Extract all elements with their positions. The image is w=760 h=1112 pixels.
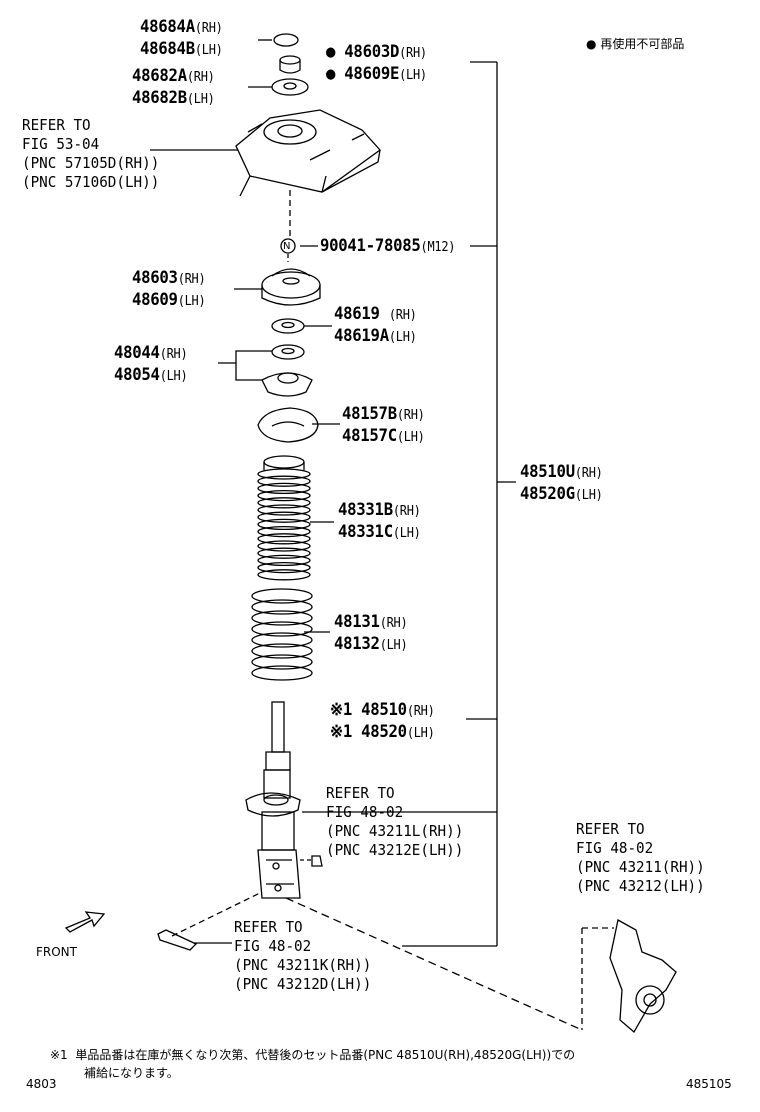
part-48603d[interactable]: ● 48603D(RH) ● 48609E(LH) [326, 42, 427, 84]
bellows-rib [257, 504, 311, 516]
bellows-rib [257, 497, 311, 509]
bellows-rib [257, 489, 311, 502]
nut-symbol: N [283, 241, 291, 252]
bellows-rib [257, 554, 311, 567]
part-number-rh: 48603D [344, 42, 400, 62]
part-48044[interactable]: 48044(RH) 48054(LH) [114, 343, 188, 385]
spring-coil [251, 621, 313, 637]
spring-coil [251, 654, 313, 670]
bellows-rib [257, 511, 311, 523]
part-48157[interactable]: 48157B(RH) 48157C(LH) [342, 404, 425, 446]
bellows-rib [257, 540, 311, 552]
spring-coil [251, 599, 313, 615]
spring-coil [251, 643, 313, 659]
part-48510[interactable]: ※1 48510(RH) ※1 48520(LH) [330, 700, 435, 742]
spring-coil [251, 588, 313, 604]
part-48331[interactable]: 48331B(RH) 48331C(LH) [338, 500, 421, 542]
bolt-90041[interactable]: 90041-78085(M12) [320, 236, 456, 256]
bellows-rib [257, 547, 311, 559]
legend-text: 再使用不可部品 [600, 37, 685, 51]
refer-fig-48-02-b[interactable]: REFER TO FIG 48-02 (PNC 43211(RH)) (PNC … [576, 820, 705, 895]
part-48682[interactable]: 48682A(RH) 48682B(LH) [132, 66, 215, 108]
bellows-rib [257, 475, 311, 487]
bellows-rib [257, 533, 311, 545]
part-48619[interactable]: 48619 (RH) 48619A(LH) [334, 304, 417, 346]
refer-fig-53-04[interactable]: REFER TO FIG 53-04 (PNC 57105D(RH)) (PNC… [22, 116, 160, 191]
part-number-lh: 48684B [140, 39, 195, 59]
footnote-line2: 補給になります。 [84, 1066, 179, 1080]
legend: ● 再使用不可部品 [586, 36, 684, 52]
spring-coil [251, 610, 313, 626]
bellows-rib [257, 569, 311, 581]
part-48684[interactable]: 48684A(RH) 48684B(LH) [140, 17, 223, 59]
part-48510u[interactable]: 48510U(RH) 48520G(LH) [520, 462, 603, 504]
bellows-rib [257, 525, 311, 538]
footnote-line1: 単品品番は在庫が無くなり次第、代替後のセット品番(PNC 48510U(RH),… [75, 1048, 576, 1062]
part-48603[interactable]: 48603(RH) 48609(LH) [132, 268, 206, 310]
part-48131[interactable]: 48131(RH) 48132(LH) [334, 612, 408, 654]
bellows-rib [257, 518, 311, 531]
bellows-rib [257, 482, 311, 495]
part-number-lh: 48609E [344, 64, 400, 84]
bellows-rib [257, 561, 311, 574]
reusable-dot-icon: ● [586, 37, 597, 51]
refer-fig-48-02-a[interactable]: REFER TO FIG 48-02 (PNC 43211L(RH)) (PNC… [326, 784, 464, 859]
figure-code-left: 4803 [26, 1077, 57, 1091]
spring-coil [251, 665, 313, 681]
footnote: ※1 単品品番は在庫が無くなり次第、代替後のセット品番(PNC 48510U(R… [50, 1048, 576, 1080]
front-label: FRONT [36, 945, 77, 959]
part-number-rh: 48684A [140, 17, 195, 37]
bellows-rib [257, 468, 311, 480]
refer-fig-48-02-c[interactable]: REFER TO FIG 48-02 (PNC 43211K(RH)) (PNC… [234, 918, 372, 993]
spring-coil [251, 632, 313, 648]
figure-code-right: 485105 [686, 1077, 732, 1091]
